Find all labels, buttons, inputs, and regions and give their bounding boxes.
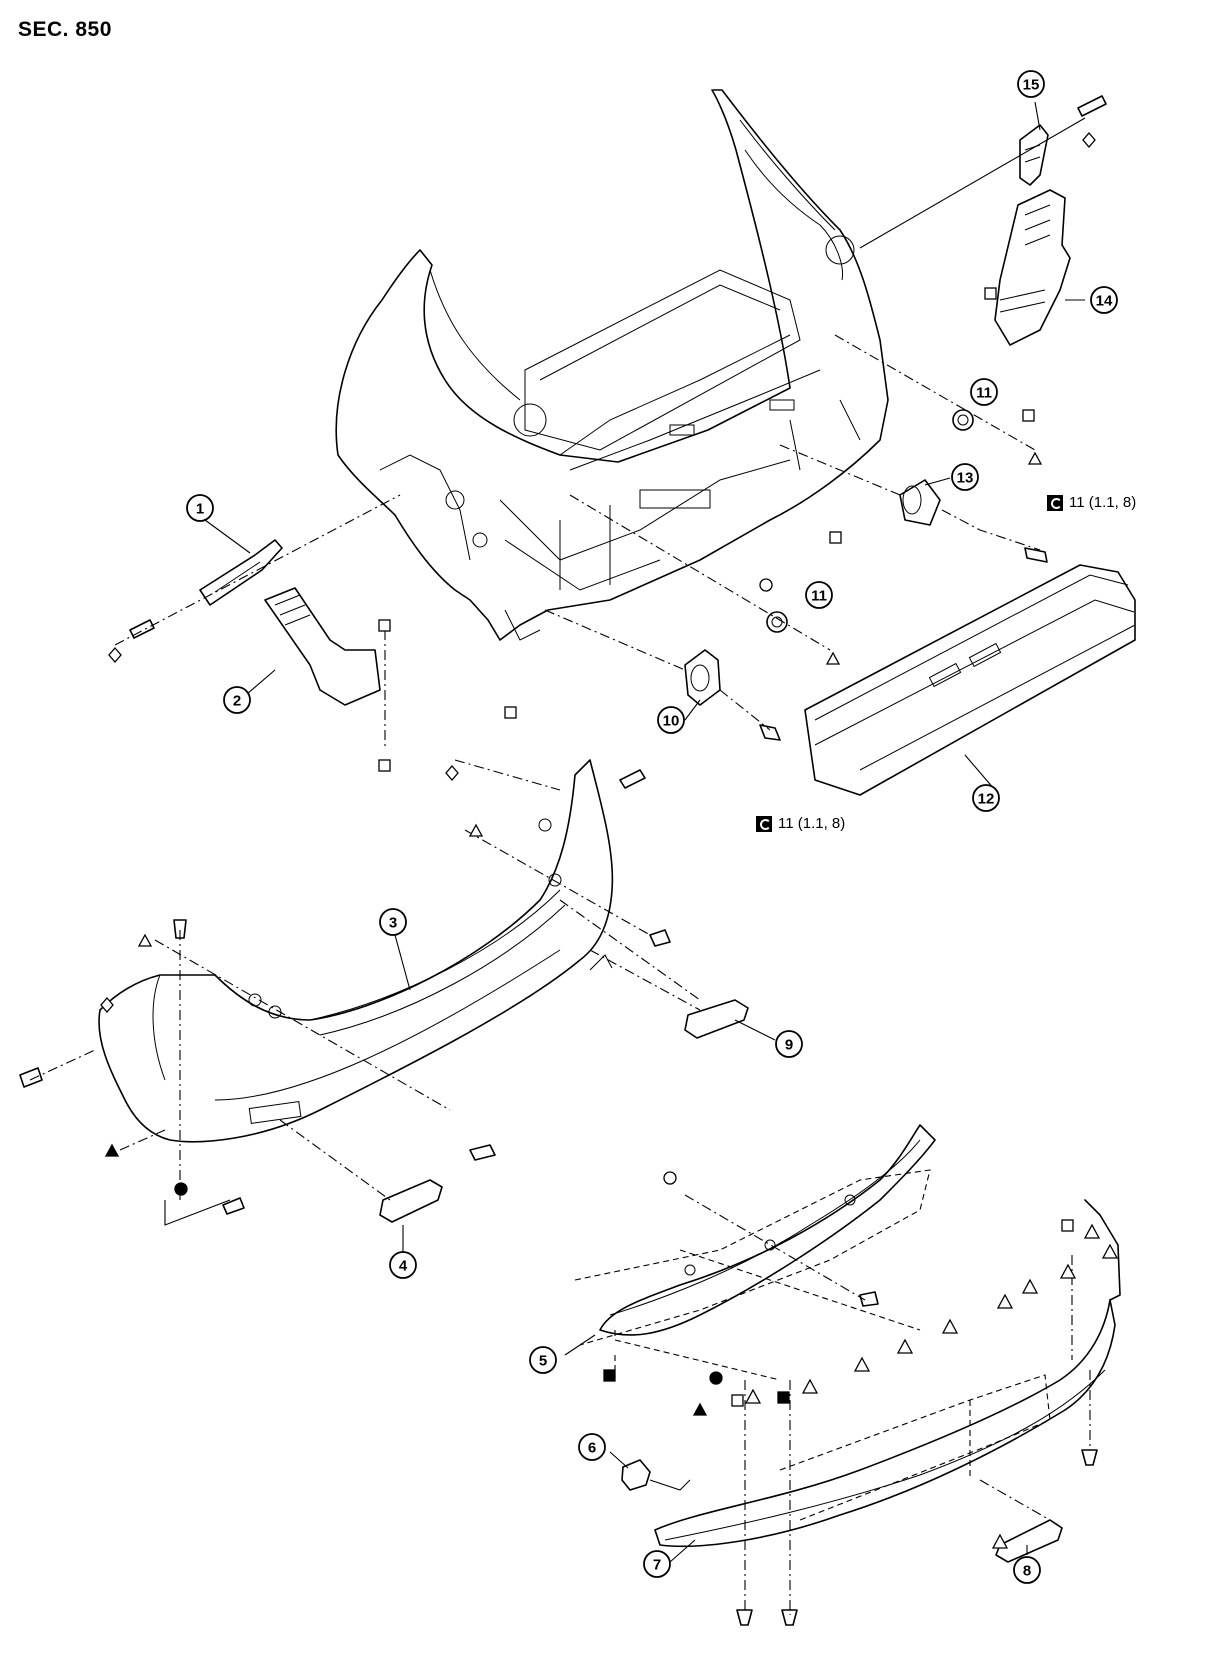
callout-11-upper: 11 [970, 378, 998, 406]
torque-spec-text: 11 (1.1, 8) [778, 815, 846, 832]
callout-12: 12 [972, 784, 1000, 812]
part-7-lower-valance [614, 1199, 1121, 1626]
callout-6: 6 [578, 1433, 606, 1461]
svg-text:11: 11 [976, 385, 992, 402]
open-square-symbol [984, 287, 997, 300]
svg-text:4: 4 [399, 1258, 408, 1275]
vehicle-body-rear [335, 89, 889, 641]
part-11-lower-grommet [569, 494, 831, 651]
callout-3: 3 [379, 908, 407, 936]
open-triangle-symbol [137, 933, 153, 947]
clip-triangle-symbol [801, 1378, 819, 1394]
clip-triangle-symbol [853, 1356, 871, 1372]
svg-text:1: 1 [196, 501, 204, 518]
open-diamond-symbol [108, 647, 122, 663]
filled-square-symbol [777, 1391, 790, 1404]
svg-text:7: 7 [653, 1557, 661, 1574]
open-square-symbol [378, 619, 391, 632]
clip-triangle-symbol [996, 1293, 1014, 1309]
open-square-symbol [829, 531, 842, 544]
torque-wrench-icon [756, 815, 772, 832]
torque-spec-lower: 11 (1.1, 8) [756, 815, 845, 832]
filled-square-symbol [603, 1369, 616, 1382]
svg-text:8: 8 [1023, 1563, 1031, 1580]
filled-circle-symbol [709, 1371, 723, 1385]
callout-1: 1 [186, 494, 214, 522]
part-9-reflector [589, 949, 749, 1039]
part-6-clip [621, 1459, 691, 1491]
clip-triangle-symbol [896, 1338, 914, 1354]
part-8-strip [979, 1479, 1063, 1563]
svg-text:10: 10 [663, 713, 680, 730]
open-diamond-symbol [1082, 132, 1096, 148]
torque-spec-upper: 11 (1.1, 8) [1047, 494, 1136, 511]
svg-text:2: 2 [233, 693, 241, 710]
torque-spec-text: 11 (1.1, 8) [1069, 494, 1137, 511]
part-3-bumper-fascia [19, 759, 701, 1226]
torque-wrench-icon [1047, 494, 1063, 511]
part-11-upper-grommet [834, 334, 1036, 451]
part-1-bracket [114, 494, 401, 646]
part-13-bracket [779, 444, 1048, 563]
part-5-absorber [574, 1124, 936, 1346]
callout-5: 5 [529, 1346, 557, 1374]
open-square-symbol [504, 706, 517, 719]
callout-7: 7 [643, 1550, 671, 1578]
svg-text:5: 5 [539, 1353, 547, 1370]
callout-9: 9 [775, 1030, 803, 1058]
section-label: SEC. 850 [18, 18, 112, 41]
svg-text:9: 9 [785, 1037, 793, 1054]
callout-8: 8 [1013, 1556, 1041, 1584]
part-2-side-panel [264, 587, 386, 750]
svg-text:12: 12 [978, 791, 995, 808]
open-square-symbol [731, 1394, 744, 1407]
open-triangle-symbol [1027, 451, 1043, 465]
open-square-symbol [1022, 409, 1035, 422]
callout-14: 14 [1090, 286, 1118, 314]
callout-2: 2 [223, 686, 251, 714]
reference-symbols [100, 132, 1119, 1549]
svg-text:13: 13 [957, 470, 974, 487]
part-10-bracket [544, 609, 781, 741]
part-15-bracket [859, 95, 1107, 249]
svg-text:6: 6 [588, 1440, 596, 1457]
svg-text:14: 14 [1096, 293, 1113, 310]
filled-circle-symbol [174, 1182, 188, 1196]
clip-triangle-symbol [1083, 1223, 1101, 1239]
svg-text:15: 15 [1023, 77, 1040, 94]
open-diamond-symbol [445, 765, 459, 781]
clip-triangle-symbol [1059, 1263, 1077, 1279]
svg-text:11: 11 [811, 588, 827, 605]
clip-triangle-symbol [941, 1318, 959, 1334]
filled-triangle-symbol [692, 1402, 708, 1416]
part-4-reflector [279, 1119, 443, 1223]
open-square-symbol [1061, 1219, 1074, 1232]
open-circle-symbol [663, 1171, 677, 1185]
callout-leaders [204, 101, 1085, 1563]
clip-triangle-symbol [1021, 1278, 1039, 1294]
callout-13: 13 [951, 463, 979, 491]
callout-10: 10 [657, 706, 685, 734]
open-triangle-symbol [825, 651, 841, 665]
part-14-side-panel [994, 189, 1071, 346]
open-circle-symbol [759, 578, 773, 592]
filled-triangle-symbol [104, 1143, 120, 1157]
clip-triangle-symbol [744, 1388, 762, 1404]
open-triangle-symbol [468, 823, 484, 837]
callout-4: 4 [389, 1251, 417, 1279]
callout-11-lower: 11 [805, 581, 833, 609]
clip-triangle-symbol [1101, 1243, 1119, 1259]
part-12-reinforcement [804, 564, 1136, 796]
callout-15: 15 [1017, 70, 1045, 98]
svg-text:3: 3 [389, 915, 397, 932]
open-diamond-symbol [100, 997, 114, 1013]
clip-triangle-symbol [991, 1533, 1009, 1549]
open-square-symbol [378, 759, 391, 772]
